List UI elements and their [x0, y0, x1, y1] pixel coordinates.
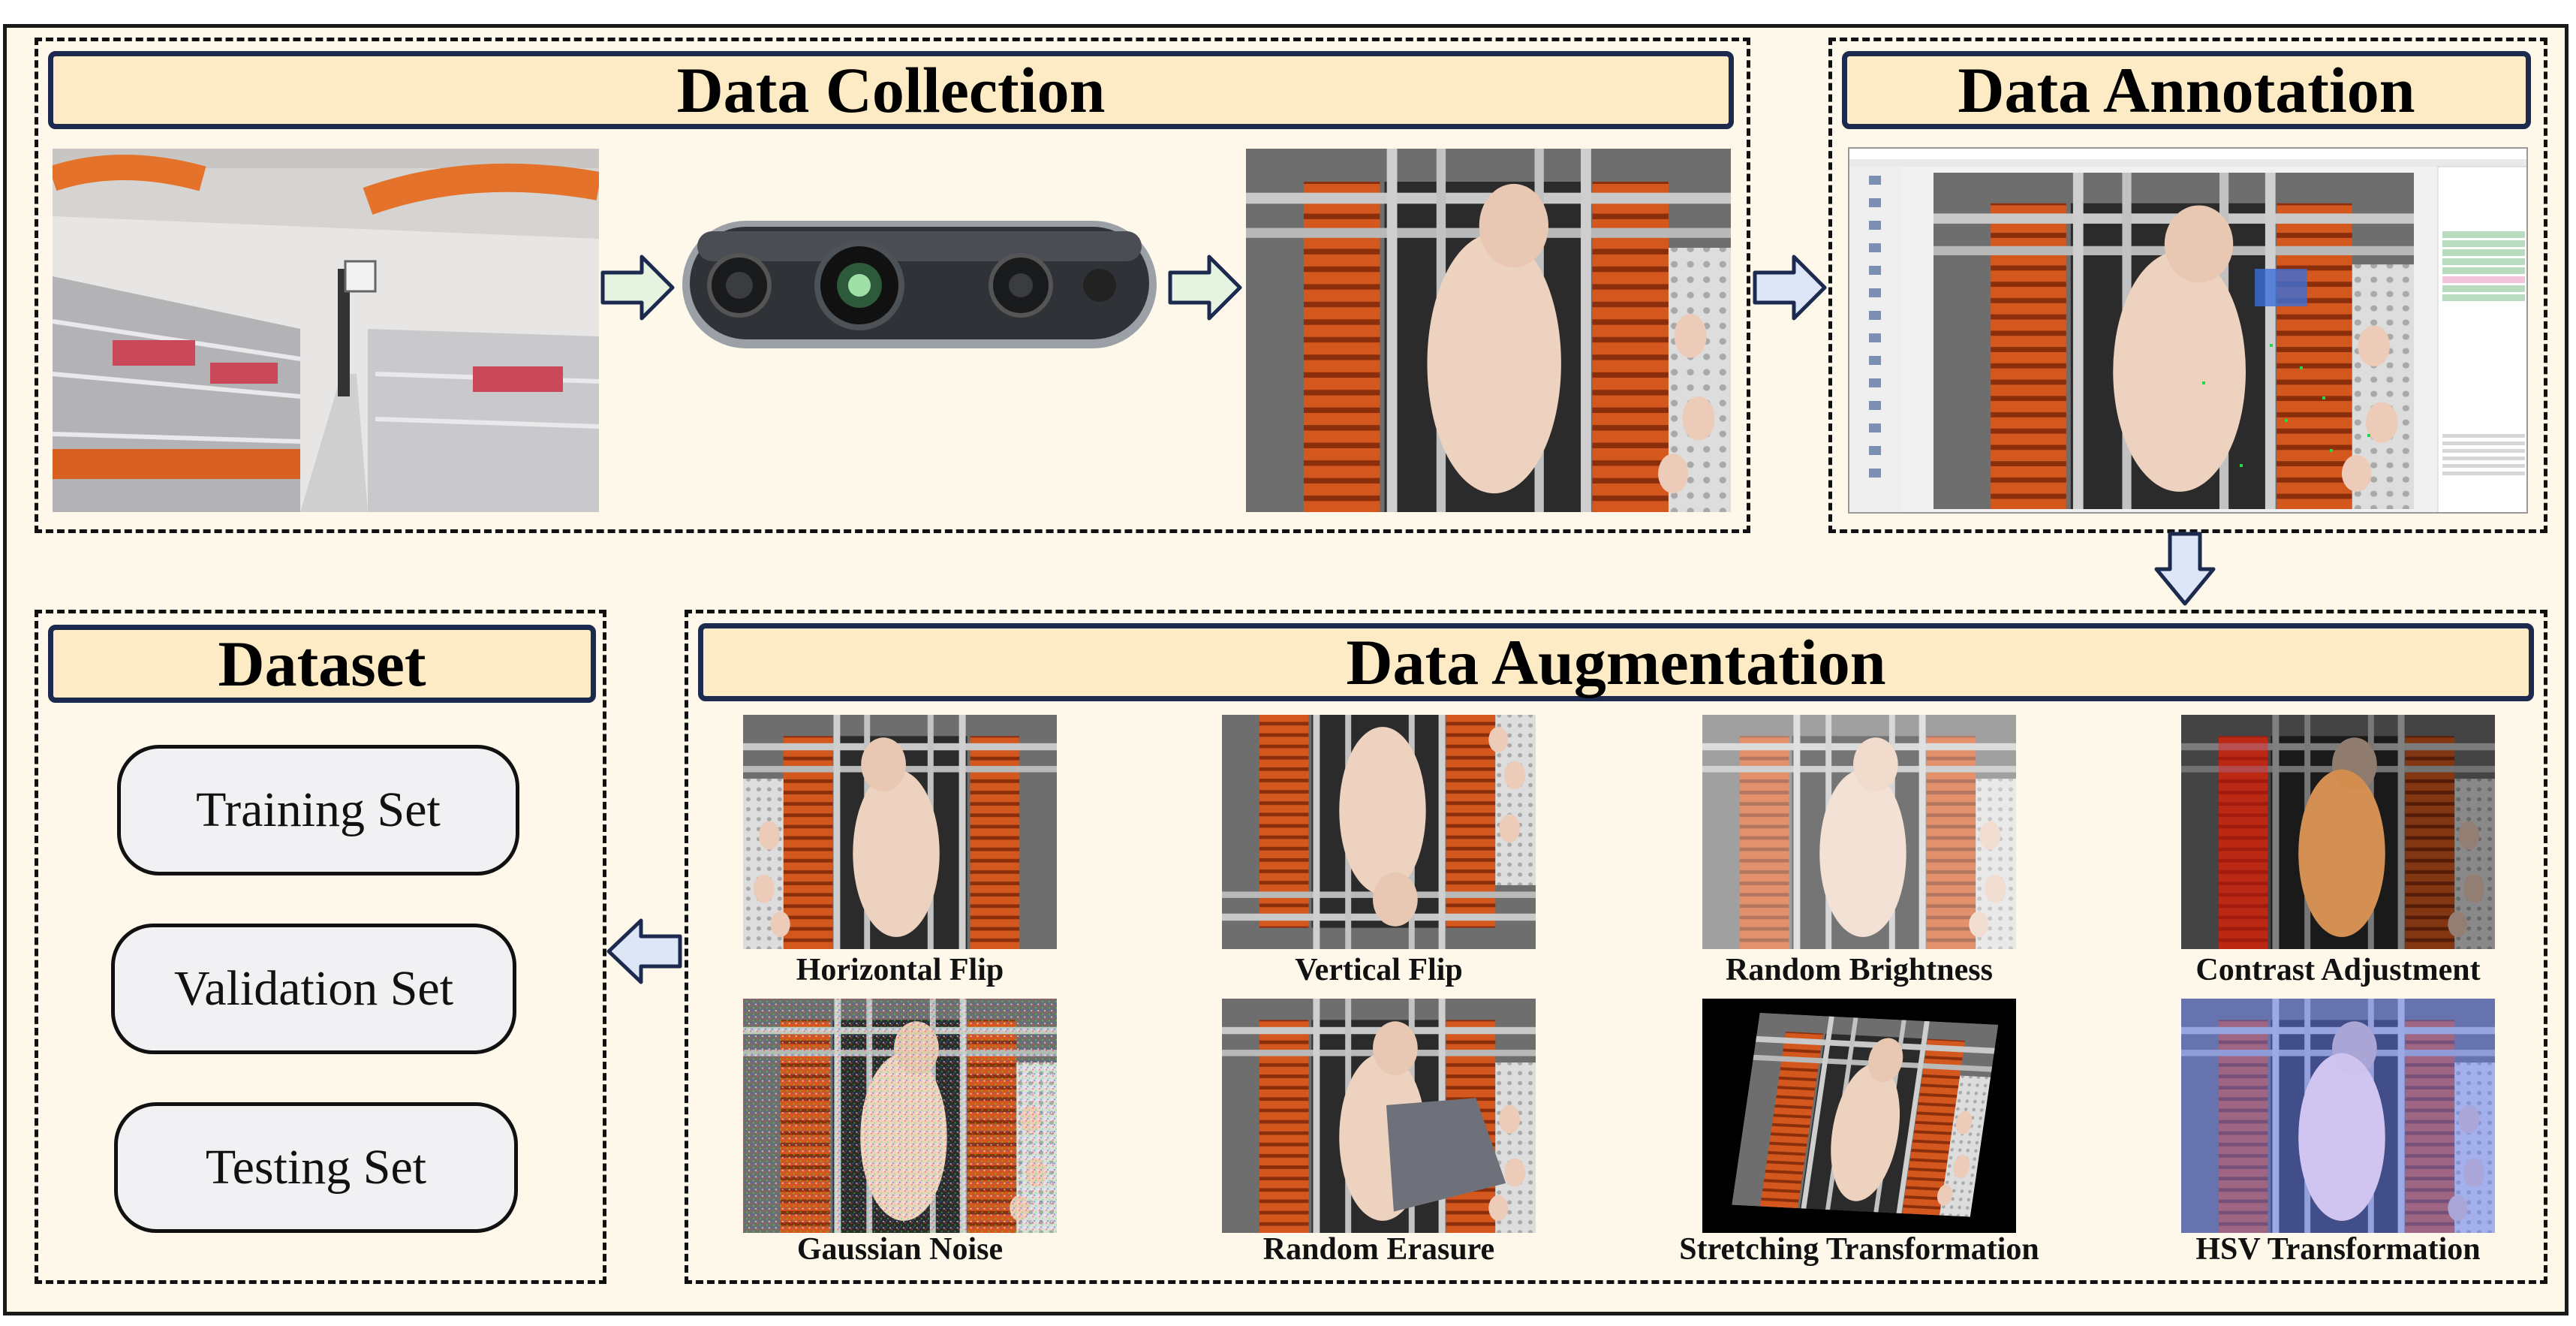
arrow-right-icon — [600, 255, 675, 321]
data-collection-title: Data Collection — [48, 51, 1734, 129]
validation-set-box: Validation Set — [111, 924, 516, 1054]
depth-camera-photo — [679, 213, 1160, 356]
contrast-adjustment-image — [2181, 715, 2495, 949]
stretching-transformation-label: Stretching Transformation — [1679, 1232, 2039, 1267]
horizontal-flip-label: Horizontal Flip — [796, 953, 1004, 987]
hsv-transformation-image — [2181, 999, 2495, 1233]
testing-set-box: Testing Set — [114, 1102, 518, 1233]
vertical-flip-label: Vertical Flip — [1295, 953, 1463, 987]
horizontal-flip-image — [743, 715, 1057, 949]
random-erasure-label: Random Erasure — [1262, 1232, 1495, 1267]
random-brightness-label: Random Brightness — [1726, 953, 1993, 987]
hsv-transformation-label: HSV Transformation — [2195, 1232, 2481, 1267]
contrast-adjustment-label: Contrast Adjustment — [2195, 953, 2481, 987]
arrow-left-icon — [606, 918, 682, 984]
training-set-box: Training Set — [117, 745, 519, 875]
random-erasure-image — [1222, 999, 1536, 1233]
arrow-right-icon — [1753, 255, 1827, 321]
stretching-transformation-image — [1702, 999, 2016, 1233]
random-brightness-image — [1702, 715, 2016, 949]
data-collection-panel — [35, 38, 1750, 533]
data-annotation-panel — [1828, 38, 2547, 533]
pig-barn-photo — [53, 149, 599, 512]
arrow-right-icon — [1168, 255, 1242, 321]
farrowing-pen-photo — [1246, 149, 1731, 512]
data-annotation-title: Data Annotation — [1842, 51, 2531, 129]
dataset-panel — [35, 610, 606, 1284]
data-augmentation-title: Data Augmentation — [698, 623, 2534, 701]
arrow-down-icon — [2154, 532, 2216, 606]
data-augmentation-panel — [685, 610, 2547, 1284]
annotation-tool-screenshot — [1848, 147, 2528, 514]
vertical-flip-image — [1222, 715, 1536, 949]
gaussian-noise-image — [743, 999, 1057, 1233]
dataset-title: Dataset — [48, 625, 596, 703]
gaussian-noise-label: Gaussian Noise — [796, 1232, 1004, 1267]
